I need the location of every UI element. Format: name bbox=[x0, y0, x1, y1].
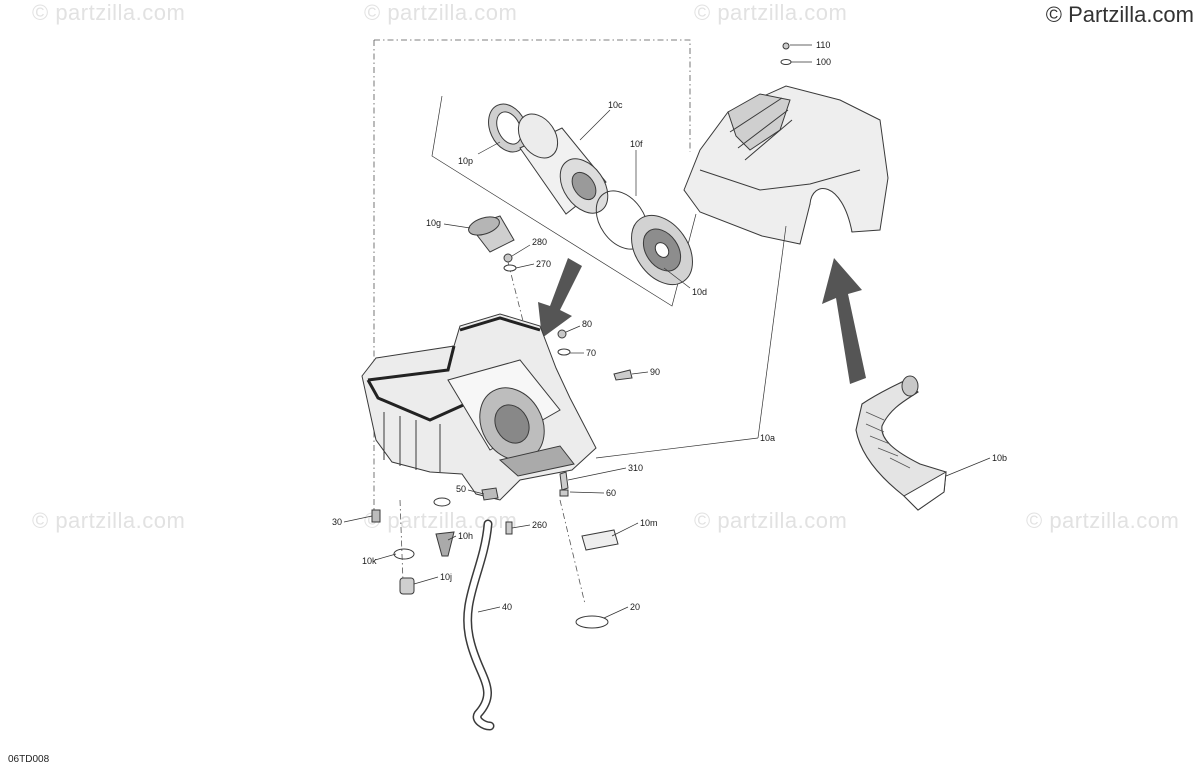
callout-100[interactable]: 100 bbox=[816, 57, 831, 67]
drain-valve-10h bbox=[435, 531, 455, 557]
watermark: © partzilla.com bbox=[694, 0, 848, 25]
screw-110 bbox=[782, 42, 790, 50]
callout-270[interactable]: 270 bbox=[536, 259, 551, 269]
filter-cover-10d bbox=[631, 214, 693, 286]
intake-boot-10g bbox=[468, 215, 515, 253]
callout-10k[interactable]: 10k bbox=[362, 556, 377, 566]
callout-10a[interactable]: 10a bbox=[760, 433, 775, 443]
intake-duct-10b bbox=[855, 375, 947, 511]
clamp bbox=[433, 497, 451, 507]
screw-310 bbox=[559, 471, 569, 491]
leader-lines bbox=[343, 44, 991, 619]
clamp-10k bbox=[393, 548, 415, 560]
callout-10m[interactable]: 10m bbox=[640, 518, 658, 528]
callout-10f[interactable]: 10f bbox=[630, 139, 643, 149]
callout-50[interactable]: 50 bbox=[456, 484, 466, 494]
washer-100 bbox=[780, 59, 792, 65]
callout-310[interactable]: 310 bbox=[628, 463, 643, 473]
assembly-direction-arrow bbox=[822, 258, 866, 384]
callout-280[interactable]: 280 bbox=[532, 237, 547, 247]
watermark: © partzilla.com bbox=[1026, 508, 1180, 533]
callout-90[interactable]: 90 bbox=[650, 367, 660, 377]
drain-hose-40 bbox=[464, 521, 493, 729]
callout-10p[interactable]: 10p bbox=[458, 156, 473, 166]
watermark: © partzilla.com bbox=[694, 508, 848, 533]
air-box-lower-housing-10a bbox=[361, 313, 597, 501]
callout-20[interactable]: 20 bbox=[630, 602, 640, 612]
nut-280 bbox=[503, 253, 513, 263]
washer-270 bbox=[503, 264, 517, 272]
air-box-upper-housing bbox=[683, 85, 889, 245]
screw-260 bbox=[505, 521, 513, 535]
callout-40[interactable]: 40 bbox=[502, 602, 512, 612]
clamp-20 bbox=[575, 615, 609, 629]
washer-70 bbox=[557, 348, 571, 356]
nut-80 bbox=[557, 329, 567, 339]
diagram-code: 06TD008 bbox=[8, 754, 50, 765]
reference-frame-line bbox=[374, 39, 691, 152]
callout-260[interactable]: 260 bbox=[532, 520, 547, 530]
brand-copyright[interactable]: © Partzilla.com bbox=[1045, 2, 1194, 27]
filter-seal-ring-10p bbox=[488, 103, 528, 153]
callout-10c[interactable]: 10c bbox=[608, 100, 623, 110]
watermark: © partzilla.com bbox=[32, 0, 186, 25]
callout-110[interactable]: 110 bbox=[816, 40, 830, 50]
reference-frame-line bbox=[559, 499, 586, 605]
watermark: © partzilla.com bbox=[32, 508, 186, 533]
air-filter-element-10c bbox=[517, 113, 609, 215]
plug-10j bbox=[399, 577, 415, 595]
callout-80[interactable]: 80 bbox=[582, 319, 592, 329]
callout-10h[interactable]: 10h bbox=[458, 531, 473, 541]
callout-10b[interactable]: 10b bbox=[992, 453, 1007, 463]
callout-10j[interactable]: 10j bbox=[440, 572, 452, 582]
callout-30[interactable]: 30 bbox=[332, 517, 342, 527]
fastener-30 bbox=[371, 509, 381, 523]
reference-frame-line bbox=[399, 499, 404, 583]
callout-10g[interactable]: 10g bbox=[426, 218, 441, 228]
callout-10d[interactable]: 10d bbox=[692, 287, 707, 297]
screw-90 bbox=[613, 369, 633, 381]
callout-70[interactable]: 70 bbox=[586, 348, 596, 358]
callout-60[interactable]: 60 bbox=[606, 488, 616, 498]
label-10m bbox=[581, 529, 619, 551]
watermark: © partzilla.com bbox=[364, 0, 518, 25]
assembly-direction-arrow bbox=[538, 258, 582, 338]
clip-50 bbox=[481, 487, 499, 501]
spacer-60 bbox=[559, 489, 569, 497]
